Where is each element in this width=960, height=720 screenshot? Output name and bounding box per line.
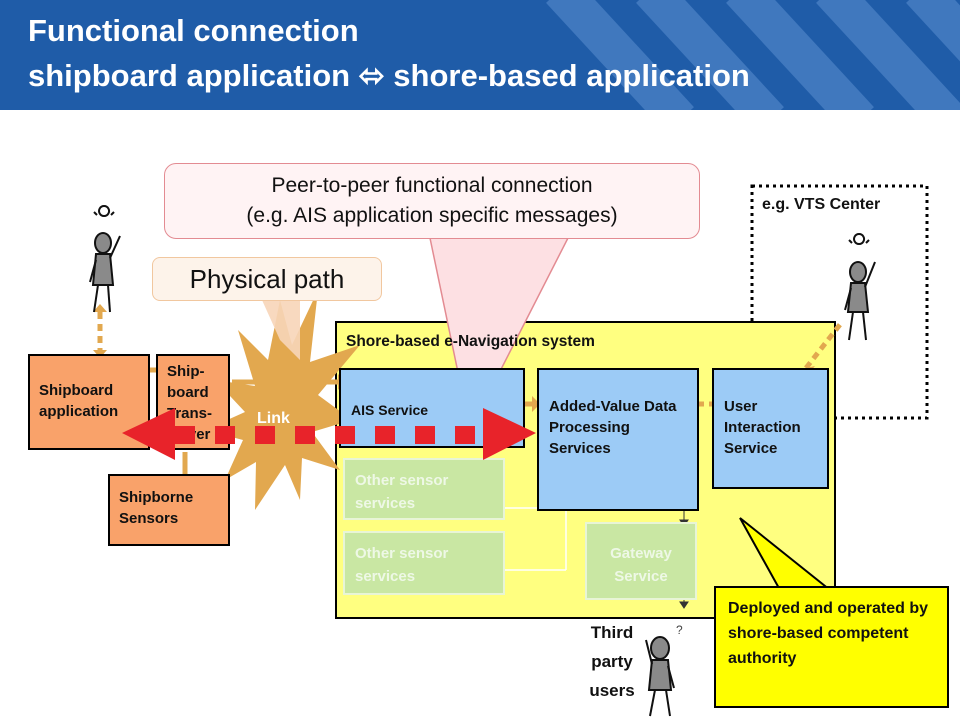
- added-value-label: Added-Value Data Processing Services: [549, 398, 677, 457]
- ais-service-box: AIS Service: [339, 368, 525, 448]
- physical-path-label: Physical path: [189, 264, 345, 294]
- deployed-callout-label: Deployed and operated by shore-based com…: [728, 600, 929, 667]
- peer-callout-line-2: (e.g. AIS application specific messages): [246, 204, 618, 227]
- shipborne-sensors-label: Shipborne Sensors: [119, 489, 194, 527]
- shipboard-application-label: Shipboard application: [39, 382, 119, 420]
- link-starburst: [205, 290, 360, 510]
- peer-callout: Peer-to-peer functional connection (e.g.…: [164, 163, 700, 239]
- vts-center-label: e.g. VTS Center: [762, 196, 881, 213]
- other-sensor-services-1: Other sensor services: [343, 458, 505, 520]
- other-sensor-services-2: Other sensor services: [343, 531, 505, 595]
- added-value-box: Added-Value Data Processing Services: [537, 368, 699, 511]
- other-sensor-services-1-label: Other sensor services: [355, 472, 449, 512]
- other-sensor-services-2-label: Other sensor services: [355, 545, 449, 585]
- deployed-callout: Deployed and operated by shore-based com…: [714, 586, 949, 708]
- gateway-service-box: Gateway Service: [585, 522, 697, 600]
- physical-path-pointer: [262, 300, 300, 360]
- shipborne-sensors-box: Shipborne Sensors: [108, 474, 230, 546]
- title-banner: [0, 0, 960, 110]
- title-line-1: Functional connection: [28, 13, 359, 48]
- ais-service-label: AIS Service: [351, 402, 429, 418]
- shipboard-transceiver-label: Ship-board Trans-ceiver: [167, 363, 213, 443]
- title-line-2: shipboard application ⬄ shore-based appl…: [28, 58, 750, 93]
- page-title: Functional connection shipboard applicat…: [28, 8, 948, 98]
- banner-decoration: [546, 0, 960, 110]
- link-label: Link: [257, 410, 290, 427]
- peer-callout-line-1: Peer-to-peer functional connection: [271, 174, 593, 197]
- shore-system-title: Shore-based e-Navigation system: [346, 333, 595, 350]
- user-interaction-label: User Interaction Service: [724, 398, 801, 457]
- gateway-service-label: Gateway Service: [610, 545, 672, 585]
- shipboard-application-box: Shipboard application: [28, 354, 150, 450]
- physical-path-callout: Physical path: [152, 257, 382, 301]
- third-party-users-label: Third party users: [589, 623, 635, 700]
- shipboard-transceiver-box: Ship-board Trans-ceiver: [156, 354, 230, 450]
- user-interaction-box: User Interaction Service: [712, 368, 829, 489]
